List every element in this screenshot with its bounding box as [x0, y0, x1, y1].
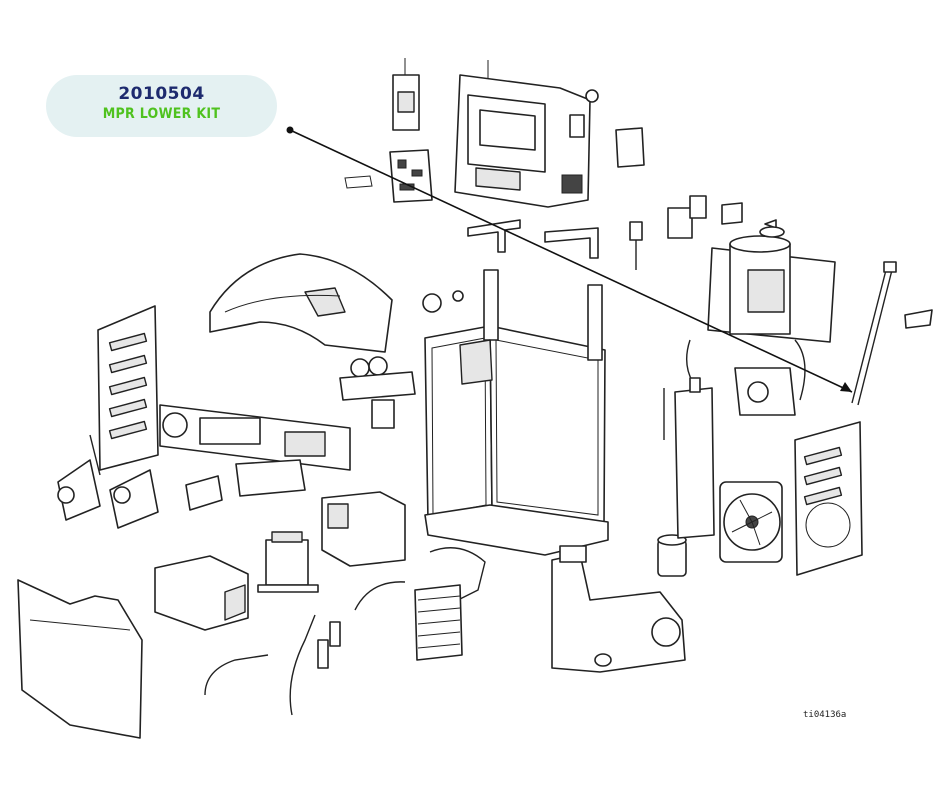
oil-filter — [657, 534, 687, 577]
brackets — [467, 219, 599, 259]
top-shroud — [209, 253, 393, 353]
part-number: 2010504 — [118, 84, 205, 104]
figure-reference: ti04136a — [803, 710, 847, 720]
transformer — [257, 531, 319, 593]
part-callout: 2010504 MPR LOWER KIT — [46, 75, 277, 137]
hoses — [204, 547, 486, 716]
circuit-board — [344, 149, 433, 203]
control-module — [663, 377, 715, 539]
callout-leader — [286, 126, 853, 393]
relay-box — [392, 58, 420, 131]
front-cover — [17, 579, 143, 739]
part-name: MPR LOWER KIT — [102, 106, 221, 122]
motor-assembly — [686, 226, 836, 416]
rod-assembly — [851, 261, 933, 406]
pump-lower-assembly — [159, 404, 351, 471]
junction-boxes — [185, 459, 306, 511]
left-side-panel — [97, 305, 159, 471]
electrical-enclosure — [154, 555, 249, 631]
right-side-panel — [794, 421, 863, 576]
control-box — [454, 60, 599, 208]
pressure-valves — [57, 434, 159, 529]
vented-cover — [321, 491, 406, 567]
cooling-fan — [719, 481, 783, 563]
gauge-manifold — [339, 290, 464, 429]
label-card — [615, 127, 645, 168]
sensor-assembly — [629, 195, 777, 270]
fluid-reservoir — [551, 545, 686, 673]
main-frame — [424, 269, 609, 556]
heat-exchanger — [414, 584, 463, 661]
